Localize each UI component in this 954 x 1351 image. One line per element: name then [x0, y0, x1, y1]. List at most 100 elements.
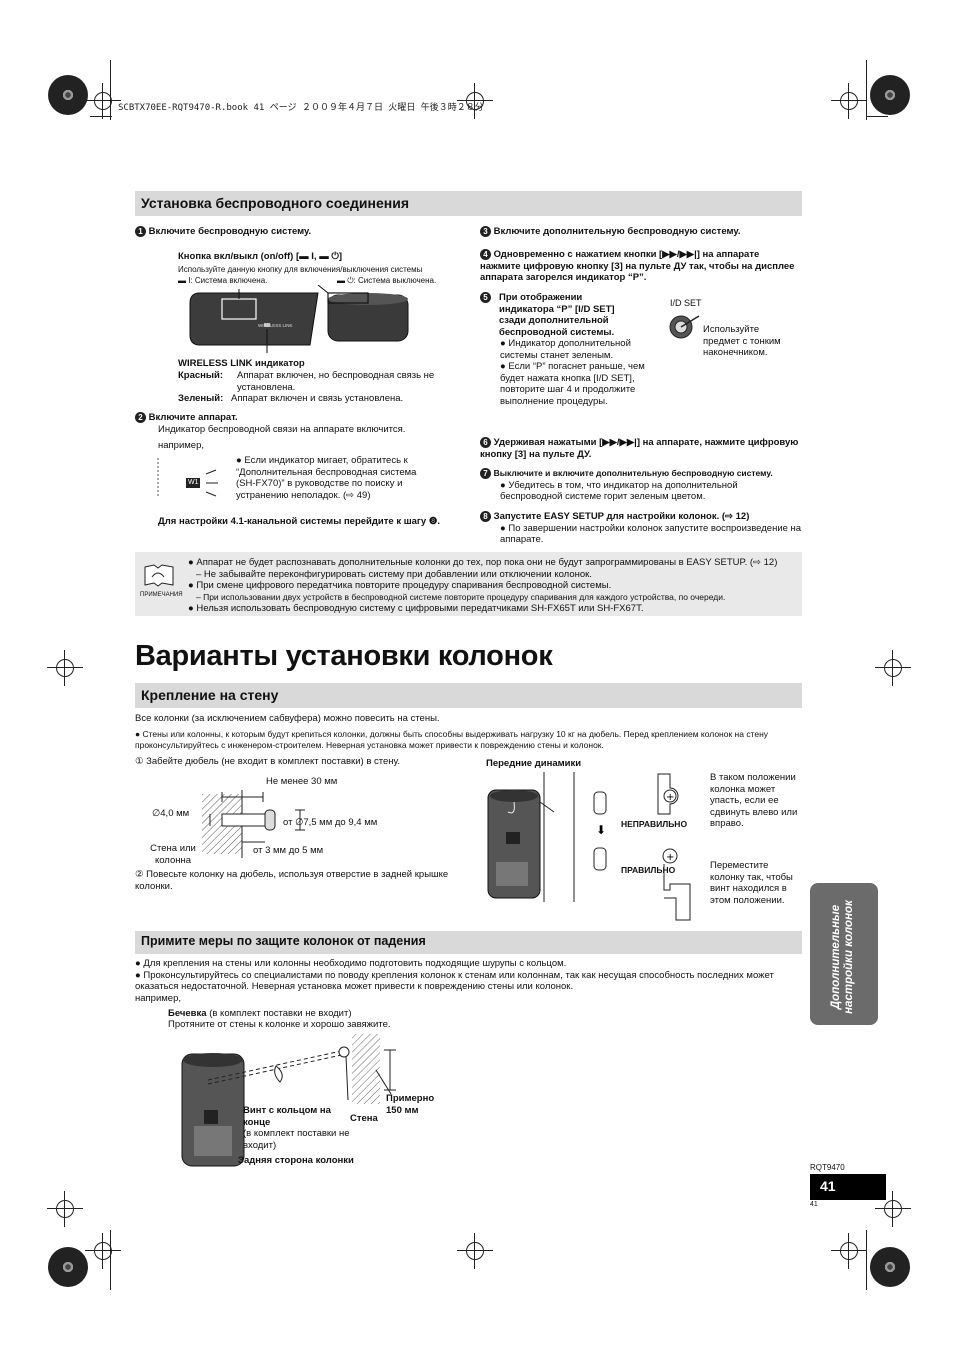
bullet-text: Убедитесь в том, что индикатор на дополн…: [500, 479, 738, 503]
switch-desc: Используйте данную кнопку для включения/…: [178, 265, 423, 274]
wrong-text: В таком положении колонка может упасть, …: [710, 772, 798, 829]
device-text: WIRELESS LINK: [258, 323, 293, 328]
idset-button-icon: [669, 315, 700, 339]
printer-mark-disc: [48, 75, 88, 115]
dim-d4: ∅4,0 мм: [152, 808, 190, 819]
right-text: Переместите колонку так, чтобы винт нахо…: [710, 860, 793, 906]
indicator-title: WIRELESS LINK индикатор: [178, 358, 305, 369]
step-text: Выключите и включите дополнительную бесп…: [493, 468, 773, 478]
step-number: 3: [480, 226, 491, 237]
step-1: 1 Включите беспроводную систему.: [135, 226, 465, 238]
side-tab: [810, 883, 878, 1025]
note-box: [135, 552, 802, 616]
idset-desc: Используйте предмет с тонким наконечнико…: [703, 324, 781, 358]
note-line: Аппарат не будет распознавать дополнител…: [196, 557, 778, 568]
dim-wall: Стена или колонна: [150, 843, 196, 866]
step-number: 2: [135, 412, 146, 423]
dim-min30: Не менее 30 мм: [266, 776, 338, 787]
example-label: например,: [158, 440, 205, 451]
section-title-fall: Примите меры по защите колонок от падени…: [135, 931, 802, 954]
printer-mark-disc: [48, 1247, 88, 1287]
unit-illustration: WIRELESS LINK: [189, 285, 409, 353]
registration-mark: [47, 650, 83, 686]
registration-mark: [831, 83, 867, 119]
bullet-text: По завершении настройки колонок запустит…: [500, 522, 802, 546]
registration-mark: [875, 1191, 911, 1227]
note-icon-label: ПРИМЕЧАНИЯ: [140, 592, 183, 598]
screw-rest: (в комплект поставки не входит): [243, 1128, 350, 1151]
string-line2: Протяните от стены к колонке и хорошо за…: [168, 1019, 391, 1030]
page-number-small: 41: [810, 1201, 818, 1208]
svg-text:+: +: [666, 852, 674, 863]
bullet-text: Если индикатор мигает, обратитесь к “Доп…: [236, 455, 417, 501]
step-title: Включите беспроводную систему.: [148, 226, 312, 237]
string-bold: Бечевка: [168, 1008, 207, 1019]
wall-label: Стена: [350, 1113, 378, 1124]
svg-text:⬇: ⬇: [596, 823, 606, 837]
step-5: 5 При отображении индикатора “P” [I/D SE…: [480, 292, 655, 407]
side-tab-label: Дополнительные настройки колонок: [830, 900, 855, 1014]
wall-step-1: ① Забейте дюбель (не входит в комплект п…: [135, 756, 400, 767]
step-4: 4 Одновременно с нажатием кнопки [▶▶/▶▶|…: [480, 249, 802, 284]
step-text: Запустите EASY SETUP для настройки колон…: [493, 511, 750, 522]
step-text: Одновременно с нажатием кнопки [▶▶/▶▶|] …: [480, 249, 795, 283]
switch-on-label: ▬ I: Система включена.: [178, 276, 268, 285]
screw-label: Винт с кольцом на конце(в комплект поста…: [243, 1105, 353, 1151]
step-8: 8 Запустите EASY SETUP для настройки кол…: [480, 511, 802, 546]
printer-mark-disc: [870, 75, 910, 115]
step-2-text: Индикатор беспроводной связи на аппарате…: [158, 424, 406, 435]
display-illustration: [157, 458, 218, 497]
dowel-diagram: [202, 790, 305, 858]
w-indicator: W1: [188, 479, 199, 486]
red-text: Аппарат включен, но беспроводная связь н…: [237, 370, 435, 393]
fall-example: например,: [135, 993, 182, 1004]
wall-warning: ● Стены или колонны, к которым будут кре…: [135, 729, 769, 750]
note-icon: [144, 564, 174, 587]
step-3: 3 Включите дополнительную беспроводную с…: [480, 226, 800, 238]
approx-label: Примерно 150 мм: [386, 1093, 435, 1116]
step-number: 1: [135, 226, 146, 237]
registration-mark: [85, 1233, 121, 1269]
front-title: Передние динамики: [486, 758, 582, 769]
green-text: Аппарат включен и связь установлена.: [231, 393, 404, 404]
bullet-text: Если “P” погаснет раньше, чем будет нажа…: [500, 361, 645, 407]
section-title-wireless: Установка беспроводного соединения: [135, 191, 802, 216]
wrong-position-icon: +: [657, 773, 679, 815]
warning-text: Стены или колонны, к которым будут крепи…: [135, 729, 769, 750]
note-line: – Не забывайте переконфигурировать систе…: [196, 568, 592, 580]
back-label: Задняя сторона колонки: [238, 1155, 354, 1166]
step-text: Удерживая нажатыми [▶▶/▶▶|] на аппарате,…: [480, 437, 799, 460]
bullet-text: Для крепления на стены или колонны необх…: [143, 958, 567, 969]
step-text: Включите дополнительную беспроводную сис…: [493, 226, 741, 237]
wall-intro: Все колонки (за исключением сабвуфера) м…: [135, 713, 440, 724]
printer-mark-disc: [870, 1247, 910, 1287]
right-label: ПРАВИЛЬНО: [621, 865, 676, 875]
page-title: Варианты установки колонок: [135, 640, 553, 672]
model-code: RQT9470: [810, 1163, 845, 1172]
step-number: 4: [480, 249, 491, 260]
fall-bullets: ● Для крепления на стены или колонны нео…: [135, 958, 774, 992]
registration-mark: [47, 1191, 83, 1227]
step-number: 7: [480, 468, 491, 479]
string-label: Бечевка (в комплект поставки не входит): [168, 1008, 352, 1020]
crop-line: [866, 1230, 867, 1290]
registration-mark: [85, 83, 121, 119]
note-text: ● Аппарат не будет распознавать дополнит…: [188, 557, 778, 614]
crop-line: [110, 60, 111, 120]
crop-line: [866, 60, 867, 120]
registration-mark: [457, 1233, 493, 1269]
right-position-icon: +: [662, 848, 691, 921]
note-line: – При использовании двух устройств в бес…: [196, 591, 726, 602]
step-title: Включите аппарат.: [148, 412, 238, 423]
green-label: Зеленый:: [178, 393, 224, 404]
wall-step-2: ② Повесьте колонку на дюбель, используя …: [135, 869, 449, 892]
note-line: При смене цифрового передатчика повторит…: [196, 580, 612, 591]
step-7: 7 Выключите и включите дополнительную бе…: [480, 468, 802, 503]
page-number: 41: [810, 1174, 886, 1200]
red-label: Красный:: [178, 370, 224, 381]
step-number: 5: [480, 292, 491, 303]
screw-bold: Винт с кольцом на конце: [243, 1105, 331, 1128]
front-speaker-illustration: ⬇: [487, 772, 607, 902]
dim-gap: от 3 мм до 5 мм: [253, 845, 324, 856]
registration-mark: [875, 650, 911, 686]
